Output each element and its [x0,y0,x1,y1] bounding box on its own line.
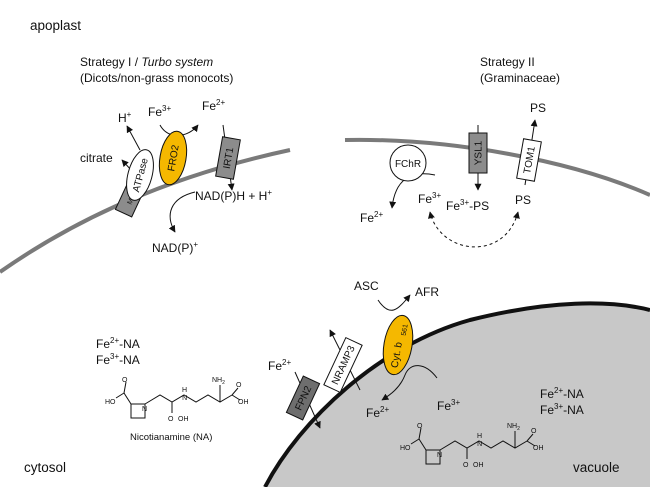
atpase-pump: ATPase [126,149,154,201]
tonoplast-membrane [263,301,650,487]
na-o-atom-1: O [122,377,128,384]
nicotianamine-structure-cytosol [115,381,241,419]
vacuole-label: vacuole [573,460,620,475]
fro2-reductase: FRO2 [158,130,188,186]
svg-text:Cyt. b: Cyt. b [390,341,405,369]
na-nh2-atom-2: NH2 [507,423,520,432]
strategy-two-subtitle: (Graminaceae) [480,71,560,85]
cyt-asc-path [377,294,411,311]
na-oh-atom-4: OH [473,462,484,469]
tom1-transporter: TOM1 [516,138,542,182]
cyt-fe3-label: Fe3+ [437,398,460,413]
na-ho-atom-2: HO [400,445,411,452]
svg-text:TOM1: TOM1 [522,145,538,175]
citrate-label: citrate [80,151,113,165]
fe3-ps-label: Fe3+-PS [446,198,489,213]
asc-label: ASC [354,279,379,293]
na-oh-atom-2: OH [178,416,189,423]
fchr-label: FChR [395,159,421,170]
nicotianamine-caption: Nicotianamine (NA) [130,432,212,443]
strategy-one-title: Strategy I / Turbo system [80,55,213,69]
cytosol-fe3-na: Fe3+-NA [96,352,140,367]
fpn2-fe2-label: Fe2+ [268,358,291,373]
plasma-membrane-left [0,148,291,274]
na-oh-atom-1: OH [238,399,249,406]
na-o-atom-6: O [463,462,469,469]
na-n-ring-1: N [142,406,147,413]
na-n-ring-2: N [437,452,442,459]
apoplast-label: apoplast [30,18,81,33]
svg-text:YSL1: YSL1 [474,140,485,165]
fro2-fe2-label: Fe2+ [202,98,225,113]
afr-label: AFR [415,285,439,299]
fro2-nadph-path [168,191,196,233]
cyt-fe2-label: Fe2+ [366,405,389,420]
nicotianamine-structure-vacuole [410,427,536,465]
plasma-membrane-right [344,137,650,197]
irt1-transporter: IRT1 [215,136,241,180]
fchr-reductase [389,144,427,182]
ysl1-transporter: YSL1 [468,132,488,174]
fchr-fe2-label: Fe2+ [360,210,383,225]
fpn2-transporter: FPN2 [285,375,321,421]
ps-recycle-loop [428,211,520,248]
strategy-two-title: Strategy II [480,55,535,69]
na-nh2-atom-1: NH2 [212,377,225,386]
svg-text:561: 561 [401,324,410,337]
nadp-label: NAD(P)+ [152,240,198,255]
fro2-fe3-label: Fe3+ [148,104,171,119]
vacuole-fe3-na: Fe3+-NA [540,402,584,417]
na-oh-atom-3: OH [533,445,544,452]
ps-apoplast-label: PS [530,101,546,115]
na-o-atom-5: O [531,428,537,435]
vacuole-body [265,303,650,487]
strategy-one-subtitle: (Dicots/non-grass monocots) [80,71,233,85]
ps-cytosol-label: PS [515,193,531,207]
na-o-atom-3: O [168,416,174,423]
nadph-label: NAD(P)H + H+ [195,188,272,203]
proton-label: H+ [118,110,132,125]
svg-text:IRT1: IRT1 [222,146,237,170]
na-o-atom-2: O [236,382,242,389]
na-o-atom-4: O [417,423,423,430]
cyt-b561: Cyt. b 561 [382,314,414,376]
cyt-fe3-path [381,365,438,401]
svg-text:FRO2: FRO2 [166,144,182,173]
fchr-fe3-label: Fe3+ [418,191,441,206]
na-ho-atom-1: HO [105,399,116,406]
cytosol-label: cytosol [24,460,66,475]
vacuole-fe2-na: Fe2+-NA [540,386,584,401]
cytosol-fe2-na: Fe2+-NA [96,336,140,351]
